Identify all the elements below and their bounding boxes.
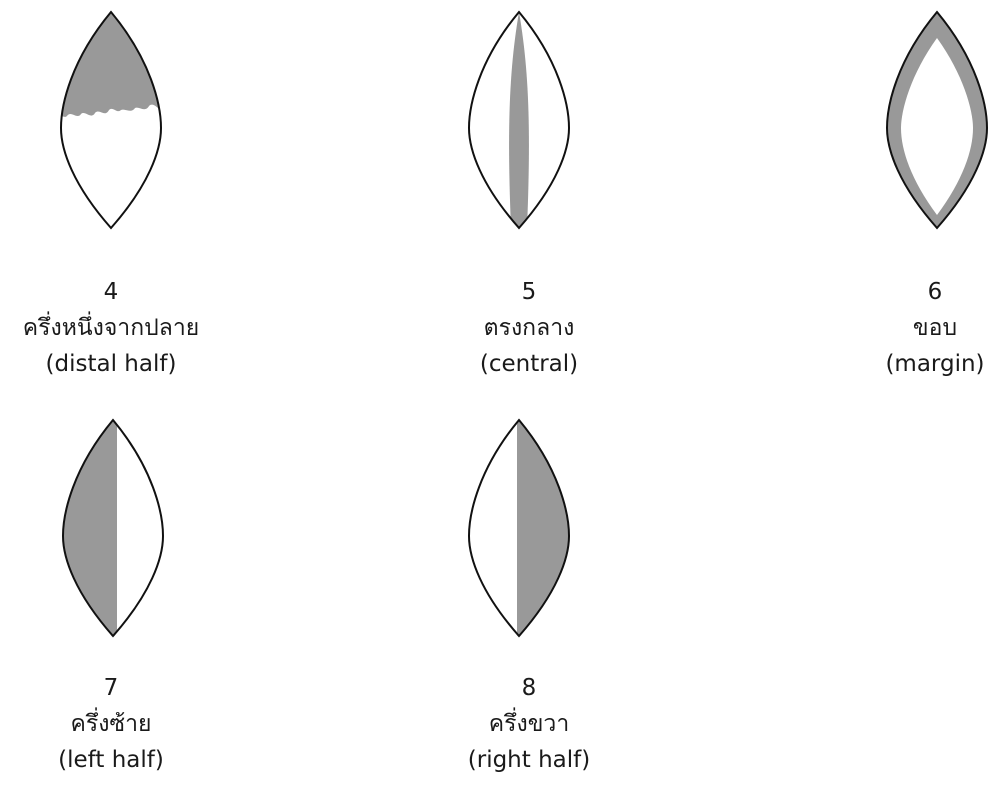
distal-half-shading <box>61 12 161 117</box>
english-label: (margin) <box>885 351 985 377</box>
item-number: 5 <box>521 279 537 305</box>
leaf-right-half-diagram <box>467 418 571 638</box>
leaf-central-diagram <box>467 10 571 230</box>
central-shading <box>509 12 529 228</box>
english-label: (central) <box>479 351 579 377</box>
item-number: 6 <box>927 279 943 305</box>
caption-margin: 6 ขอบ (margin) <box>845 274 991 382</box>
caption-left-half: 7 ครึ่งซ้าย (left half) <box>0 670 222 778</box>
item-number: 8 <box>521 675 537 701</box>
leaf-outline <box>467 418 571 638</box>
english-label: (right half) <box>467 747 591 773</box>
margin-inner-white <box>901 38 973 215</box>
caption-distal-half: 4 ครึ่งหนึ่งจากปลาย (distal half) <box>0 274 222 382</box>
caption-right-half: 8 ครึ่งขวา (right half) <box>418 670 640 778</box>
caption-central: 5 ตรงกลาง (central) <box>418 274 640 382</box>
english-label: (distal half) <box>45 351 177 377</box>
leaf-distal-half-diagram <box>59 10 163 230</box>
thai-label: ครึ่งซ้าย <box>70 711 152 737</box>
thai-label: ขอบ <box>912 315 958 341</box>
thai-label: ครึ่งหนึ่งจากปลาย <box>22 315 200 341</box>
item-number: 7 <box>103 675 119 701</box>
thai-label: ตรงกลาง <box>483 315 575 341</box>
leaf-outline <box>467 10 571 230</box>
thai-label: ครึ่งขวา <box>488 711 570 737</box>
right-half-shading <box>517 420 569 636</box>
leaf-left-half-diagram <box>61 418 165 638</box>
english-label: (left half) <box>58 747 164 773</box>
leaf-margin-diagram <box>885 10 989 230</box>
item-number: 4 <box>103 279 119 305</box>
leaf-outline <box>59 10 163 230</box>
leaf-outline <box>885 10 989 230</box>
leaf-outline <box>61 418 165 638</box>
